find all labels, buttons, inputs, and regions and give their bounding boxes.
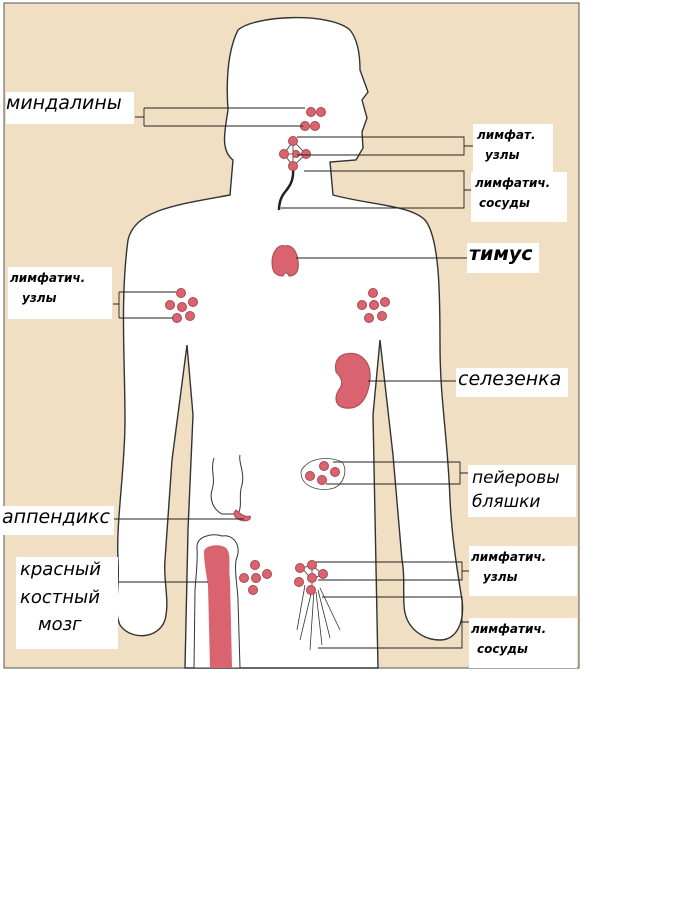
label-tonsils: миндалины xyxy=(6,92,134,124)
label-neck-vessels-line2: сосуды xyxy=(479,196,530,211)
label-neck-nodes-line1: лимфат. xyxy=(477,128,536,142)
label-armpit-nodes-line1: лимфатич. xyxy=(10,271,86,285)
label-armpit-nodes: лимфатич. узлы xyxy=(8,267,112,319)
label-spleen: селезенка xyxy=(456,368,568,397)
peyer-patch-outline xyxy=(300,458,346,490)
spleen-organ xyxy=(335,352,371,409)
label-peyer: пейеровы бляшки xyxy=(468,465,576,517)
label-neck-vessels: лимфатич. сосуды xyxy=(471,172,567,222)
label-thymus-text: тимус xyxy=(469,243,533,265)
label-marrow: красный костный мозг xyxy=(16,557,118,649)
thymus-organ xyxy=(271,245,299,277)
label-neck-vessels-line1: лимфатич. xyxy=(475,176,551,190)
label-appendix: аппендикс xyxy=(2,506,114,535)
label-neck-nodes: лимфат. узлы xyxy=(473,124,553,174)
label-groin-nodes-line2: узлы xyxy=(483,570,518,585)
label-groin-nodes: лимфатич. узлы xyxy=(469,546,577,596)
label-neck-nodes-line2: узлы xyxy=(485,148,520,163)
label-peyer-line1: пейеровы xyxy=(472,468,560,488)
label-appendix-text: аппендикс xyxy=(2,506,111,528)
label-marrow-line1: красный xyxy=(20,559,101,580)
label-peyer-line2: бляшки xyxy=(472,492,541,513)
label-groin-nodes-line1: лимфатич. xyxy=(471,550,547,564)
neck-vessel xyxy=(277,167,295,211)
label-marrow-line2: костный xyxy=(20,586,100,608)
label-thymus: тимус xyxy=(467,243,539,273)
lymph-nodes xyxy=(165,107,390,595)
label-armpit-nodes-line2: узлы xyxy=(22,291,57,306)
label-groin-vessels-line2: сосуды xyxy=(477,642,528,657)
colon-outline xyxy=(210,454,244,515)
label-groin-vessels: лимфатич. сосуды xyxy=(469,618,577,668)
appendix-organ xyxy=(233,509,251,522)
body-silhouette xyxy=(116,16,464,669)
bone-marrow-organ xyxy=(204,545,232,668)
label-marrow-line3: мозг xyxy=(38,614,82,636)
label-tonsils-text: миндалины xyxy=(6,92,122,114)
label-spleen-text: селезенка xyxy=(458,368,562,390)
label-groin-vessels-line1: лимфатич. xyxy=(471,622,547,636)
